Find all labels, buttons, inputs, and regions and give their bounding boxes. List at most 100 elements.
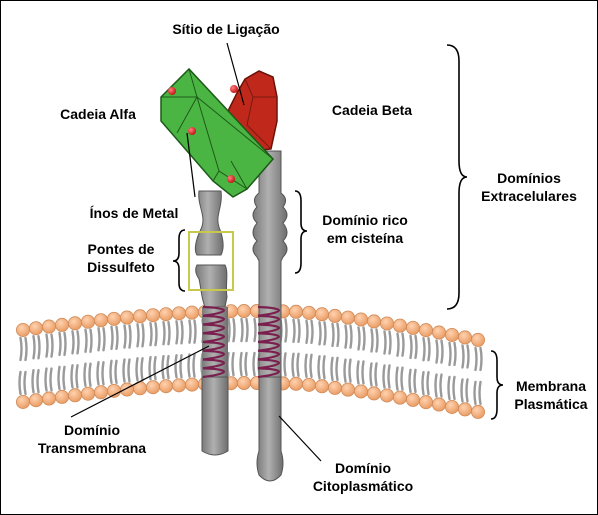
cysteine-brace	[295, 191, 307, 273]
lipid-tail	[241, 353, 242, 375]
lipid-tail	[90, 364, 91, 386]
lipid-tail	[103, 362, 104, 384]
lipid-head	[120, 383, 133, 396]
lipid-head	[328, 309, 341, 322]
lipid-tail	[111, 361, 112, 383]
lipid-tail	[358, 361, 359, 383]
extracellular-line2: Extracelulares	[463, 187, 595, 205]
disulfide-bridges-line1: Pontes de	[71, 240, 171, 258]
lipid-head	[445, 400, 458, 413]
lipid-tail	[129, 360, 130, 382]
plasma-membrane-line2: Plasmática	[505, 395, 597, 413]
cysteine-rich-line1: Domínio rico	[309, 211, 421, 229]
lipid-head	[185, 378, 198, 391]
lipid-head	[55, 390, 68, 403]
lipid-tail	[26, 338, 27, 360]
lipid-tail	[156, 323, 157, 345]
lipid-tail	[164, 322, 165, 344]
lipid-tail	[346, 326, 347, 348]
lipid-tail	[463, 345, 464, 367]
lipid-tail	[423, 372, 424, 394]
disulfide-bridges-line2: Dissulfeto	[71, 258, 171, 276]
lipid-tail	[385, 331, 386, 353]
lipid-head	[159, 380, 172, 393]
lipid-tail	[320, 322, 321, 344]
lipid-tail	[285, 353, 286, 375]
lipid-tail	[182, 321, 183, 343]
lipid-tail	[169, 322, 170, 344]
lipid-head	[185, 306, 198, 319]
lipid-tail	[246, 353, 247, 375]
lipid-tail	[189, 355, 190, 377]
lipid-tail	[124, 360, 125, 382]
lipid-head	[42, 320, 55, 333]
lipid-head	[302, 378, 315, 391]
transmembrane-line1: Domínio	[27, 421, 157, 439]
lipid-head	[81, 387, 94, 400]
lipid-tail	[52, 335, 53, 357]
lipid-tail	[468, 345, 469, 367]
lipid-tail	[467, 379, 468, 401]
lipid-head	[458, 403, 471, 416]
cytoplasmic-line2: Citoplasmático	[293, 477, 433, 495]
lipid-tail	[195, 321, 196, 343]
lipid-tail	[294, 320, 295, 342]
lipid-tail	[299, 320, 300, 342]
lipid-tail	[112, 327, 113, 349]
lipid-tail	[233, 353, 234, 375]
lipid-tail	[384, 365, 385, 387]
lipid-head	[380, 317, 393, 330]
lipid-tail	[137, 358, 138, 380]
lipid-tail	[325, 322, 326, 344]
lipid-tail	[359, 327, 360, 349]
lipid-head	[328, 381, 341, 394]
lipid-tail	[117, 327, 118, 349]
lipid-head	[29, 394, 42, 407]
lipid-tail	[403, 334, 404, 356]
lipid-head	[406, 321, 419, 334]
lipid-tail	[254, 353, 255, 375]
lipid-head	[42, 392, 55, 405]
lipid-head	[341, 311, 354, 324]
lipid-tail	[77, 365, 78, 387]
lipid-tail	[234, 319, 235, 341]
lipid-tail	[455, 343, 456, 365]
lipid-head	[367, 315, 380, 328]
lipid-tail	[142, 358, 143, 380]
lipid-head	[302, 306, 315, 319]
membrane-brace	[491, 351, 503, 419]
lipid-tail	[428, 372, 429, 394]
lipid-tail	[338, 324, 339, 346]
lipid-head	[133, 310, 146, 323]
lipid-head	[419, 324, 432, 337]
lipid-tail	[437, 341, 438, 363]
lipid-tail	[376, 363, 377, 385]
lipid-tail	[33, 370, 34, 392]
lipid-tail	[46, 369, 47, 391]
lipid-head	[16, 323, 29, 336]
lipid-tail	[86, 330, 87, 352]
lipid-head	[81, 315, 94, 328]
lipid-head	[29, 322, 42, 335]
lipid-tail	[59, 367, 60, 389]
lipid-tail	[73, 331, 74, 353]
cysteine-rich-domain-label: Domínio rico em cisteína	[309, 211, 421, 247]
lipid-tail	[21, 338, 22, 360]
lipid-tail	[372, 329, 373, 351]
lipid-head	[315, 308, 328, 321]
lipid-tail	[333, 324, 334, 346]
lipid-tail	[441, 375, 442, 397]
lipid-tail	[411, 336, 412, 358]
lipid-head	[354, 313, 367, 326]
lipid-tail	[298, 354, 299, 376]
lipid-tail	[307, 321, 308, 343]
lipid-head	[237, 376, 250, 389]
lipid-tail	[190, 321, 191, 343]
cysteine-rich-line2: em cisteína	[309, 229, 421, 247]
metal-ions-label: Ínos de Metal	[69, 204, 199, 222]
lipid-head	[94, 386, 107, 399]
lipid-tail	[389, 365, 390, 387]
extracellular-domains-label: Domínios Extracelulares	[463, 169, 595, 205]
lipid-tail	[324, 356, 325, 378]
